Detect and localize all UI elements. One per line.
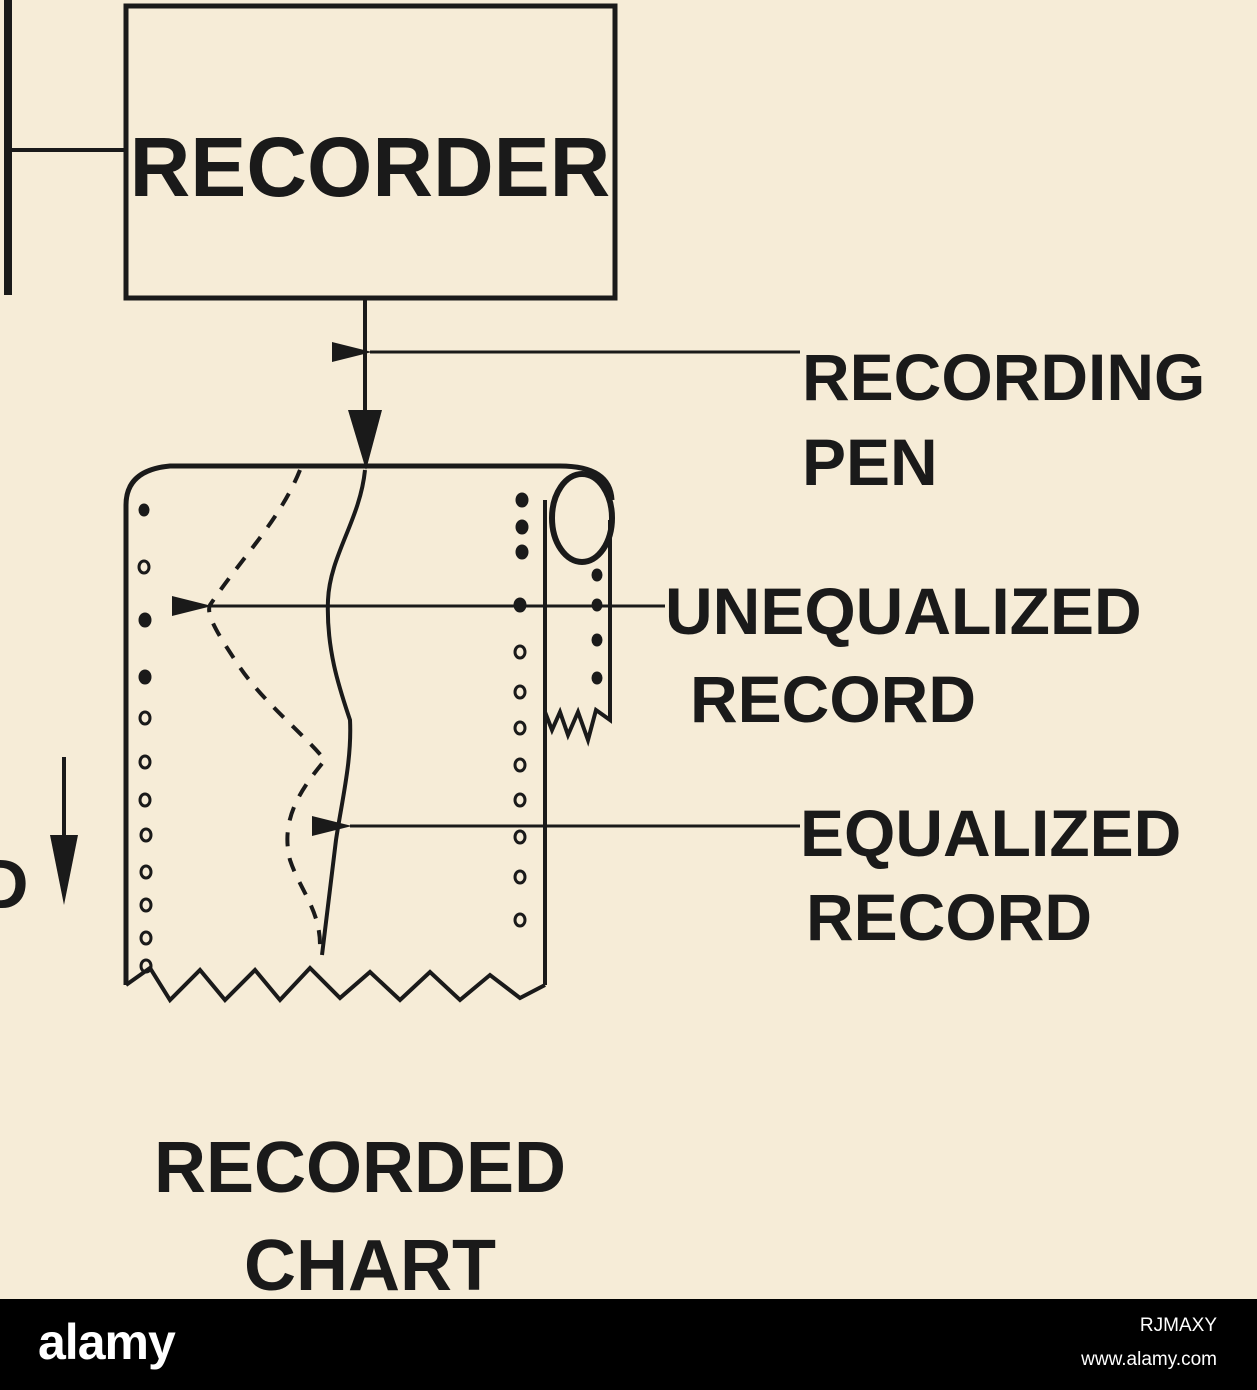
motion-arrow-head xyxy=(50,835,78,905)
recorded-chart-label: RECORDED CHART xyxy=(154,1128,586,1299)
equalized-label-line1: EQUALIZED xyxy=(800,796,1181,870)
footer-url: www.alamy.com xyxy=(1081,1349,1217,1370)
alamy-logo: alamy xyxy=(38,1314,176,1370)
left-sprocket-holes xyxy=(137,503,153,974)
right-sprocket-holes xyxy=(513,492,603,928)
recorded-chart-label-line1: RECORDED xyxy=(154,1128,566,1208)
watermark-footer: alamy RJMAXY www.alamy.com xyxy=(0,1299,1257,1390)
unequalized-label: UNEQUALIZED RECORD xyxy=(665,574,1160,736)
chart-paper-outline xyxy=(123,463,615,985)
recorder-box xyxy=(123,3,618,301)
recording-pen-label-line1: RECORDING xyxy=(802,340,1205,414)
equalized-label-line2: RECORD xyxy=(806,880,1092,954)
equalized-trace xyxy=(320,469,367,956)
recorder-label: RECORDER xyxy=(130,120,611,214)
unequalized-trace xyxy=(207,469,328,946)
left-edge-fragment: D xyxy=(0,845,29,923)
recorded-chart-label-line2: CHART xyxy=(244,1226,496,1299)
recording-pen-label-line2: PEN xyxy=(802,425,938,499)
image-id: RJMAXY xyxy=(1139,1315,1217,1336)
unequalized-label-line2: RECORD xyxy=(690,662,976,736)
pen-tip-arrow xyxy=(348,410,382,470)
equalized-label: EQUALIZED RECORD xyxy=(800,796,1200,954)
recorder-diagram: RECORDER RECORDING PEN xyxy=(0,0,1224,1299)
paper-roll-end xyxy=(549,471,615,565)
chart-torn-edge xyxy=(124,965,546,1004)
recording-pen-label: RECORDING PEN xyxy=(802,340,1224,499)
paper-roll-side xyxy=(543,520,612,747)
unequalized-label-line1: UNEQUALIZED xyxy=(665,574,1142,648)
